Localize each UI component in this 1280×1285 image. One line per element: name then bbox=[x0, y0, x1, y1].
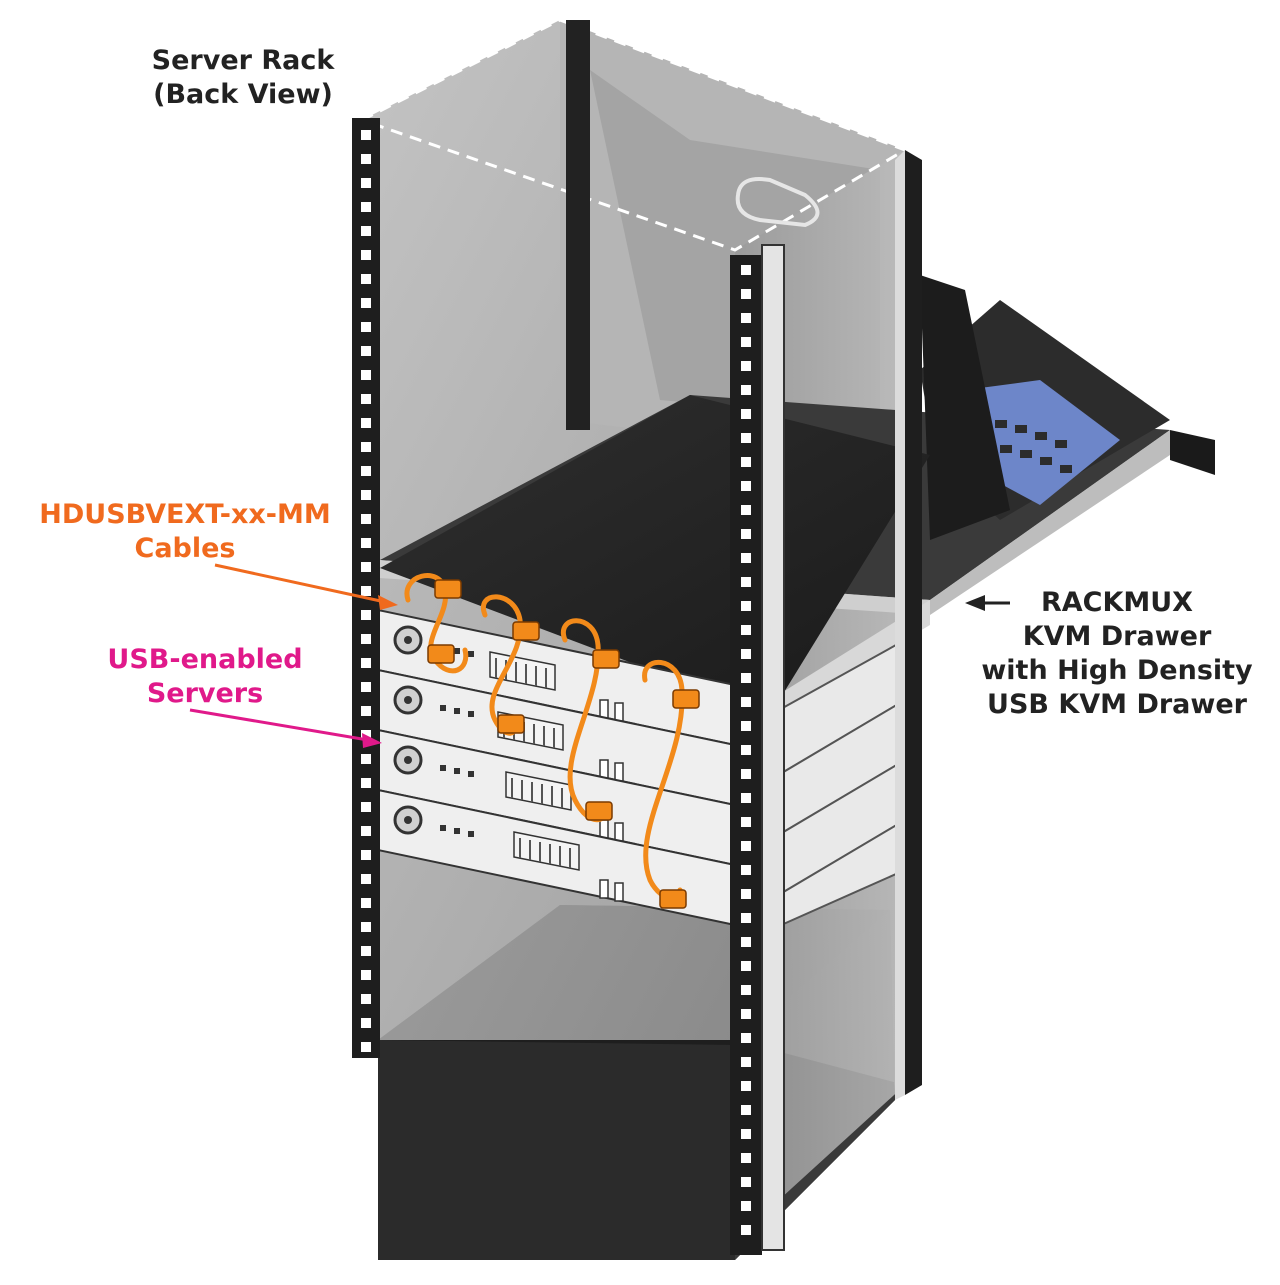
cable-connector bbox=[659, 889, 687, 909]
usb-port bbox=[599, 699, 609, 719]
rack-title-line2: (Back View) bbox=[153, 79, 333, 110]
cables-label-line2: Cables bbox=[134, 533, 236, 564]
server-unit bbox=[377, 728, 736, 867]
cables-leader-line bbox=[214, 563, 386, 604]
rack-title-line1: Server Rack bbox=[151, 45, 335, 76]
cable-connector bbox=[592, 649, 620, 669]
cable-connector bbox=[434, 579, 462, 599]
cable-connector bbox=[672, 689, 700, 709]
usb-port bbox=[614, 822, 624, 842]
cable-connector bbox=[512, 621, 540, 641]
cables-label: HDUSBVEXT-xx-MM Cables bbox=[15, 498, 355, 566]
usb-vga-cables bbox=[404, 573, 700, 909]
drawer-label-line2: KVM Drawer bbox=[1022, 621, 1212, 652]
servers-label-line2: Servers bbox=[146, 678, 264, 709]
servers-arrowhead bbox=[362, 733, 382, 748]
drawer-side-rails bbox=[769, 638, 906, 932]
usb-port bbox=[599, 879, 609, 899]
usb-port bbox=[599, 819, 609, 839]
drawer-label-line3: with High Density bbox=[981, 655, 1253, 686]
rack-rear-post-right bbox=[895, 150, 922, 1100]
usb-port bbox=[599, 759, 609, 779]
cables-arrowhead bbox=[378, 595, 398, 610]
rack-front-post-left bbox=[352, 118, 380, 1058]
cable-connector bbox=[497, 714, 525, 734]
drawer-label-line1: RACKMUX bbox=[1040, 587, 1194, 618]
cables-label-line1: HDUSBVEXT-xx-MM bbox=[39, 499, 331, 530]
servers-label: USB-enabled Servers bbox=[85, 643, 325, 711]
cable-connector bbox=[585, 801, 613, 821]
rack-rear-post-left bbox=[566, 20, 590, 430]
cable-connector bbox=[427, 644, 455, 664]
leader-arrows bbox=[189, 563, 1010, 748]
drawer-label-line4: USB KVM Drawer bbox=[987, 689, 1247, 720]
drawer-arrowhead bbox=[965, 595, 985, 611]
cable-line bbox=[404, 573, 469, 674]
servers-label-line1: USB-enabled bbox=[107, 644, 303, 675]
usb-port bbox=[614, 882, 624, 902]
usb-port bbox=[614, 702, 624, 722]
servers-leader-line bbox=[189, 708, 369, 742]
rack-front-post-right bbox=[730, 244, 785, 1255]
usb-port bbox=[614, 762, 624, 782]
kvm-drawer bbox=[380, 275, 1215, 720]
drawer-label: RACKMUX KVM Drawer with High Density USB… bbox=[962, 586, 1272, 722]
rack-title-label: Server Rack (Back View) bbox=[128, 44, 358, 112]
